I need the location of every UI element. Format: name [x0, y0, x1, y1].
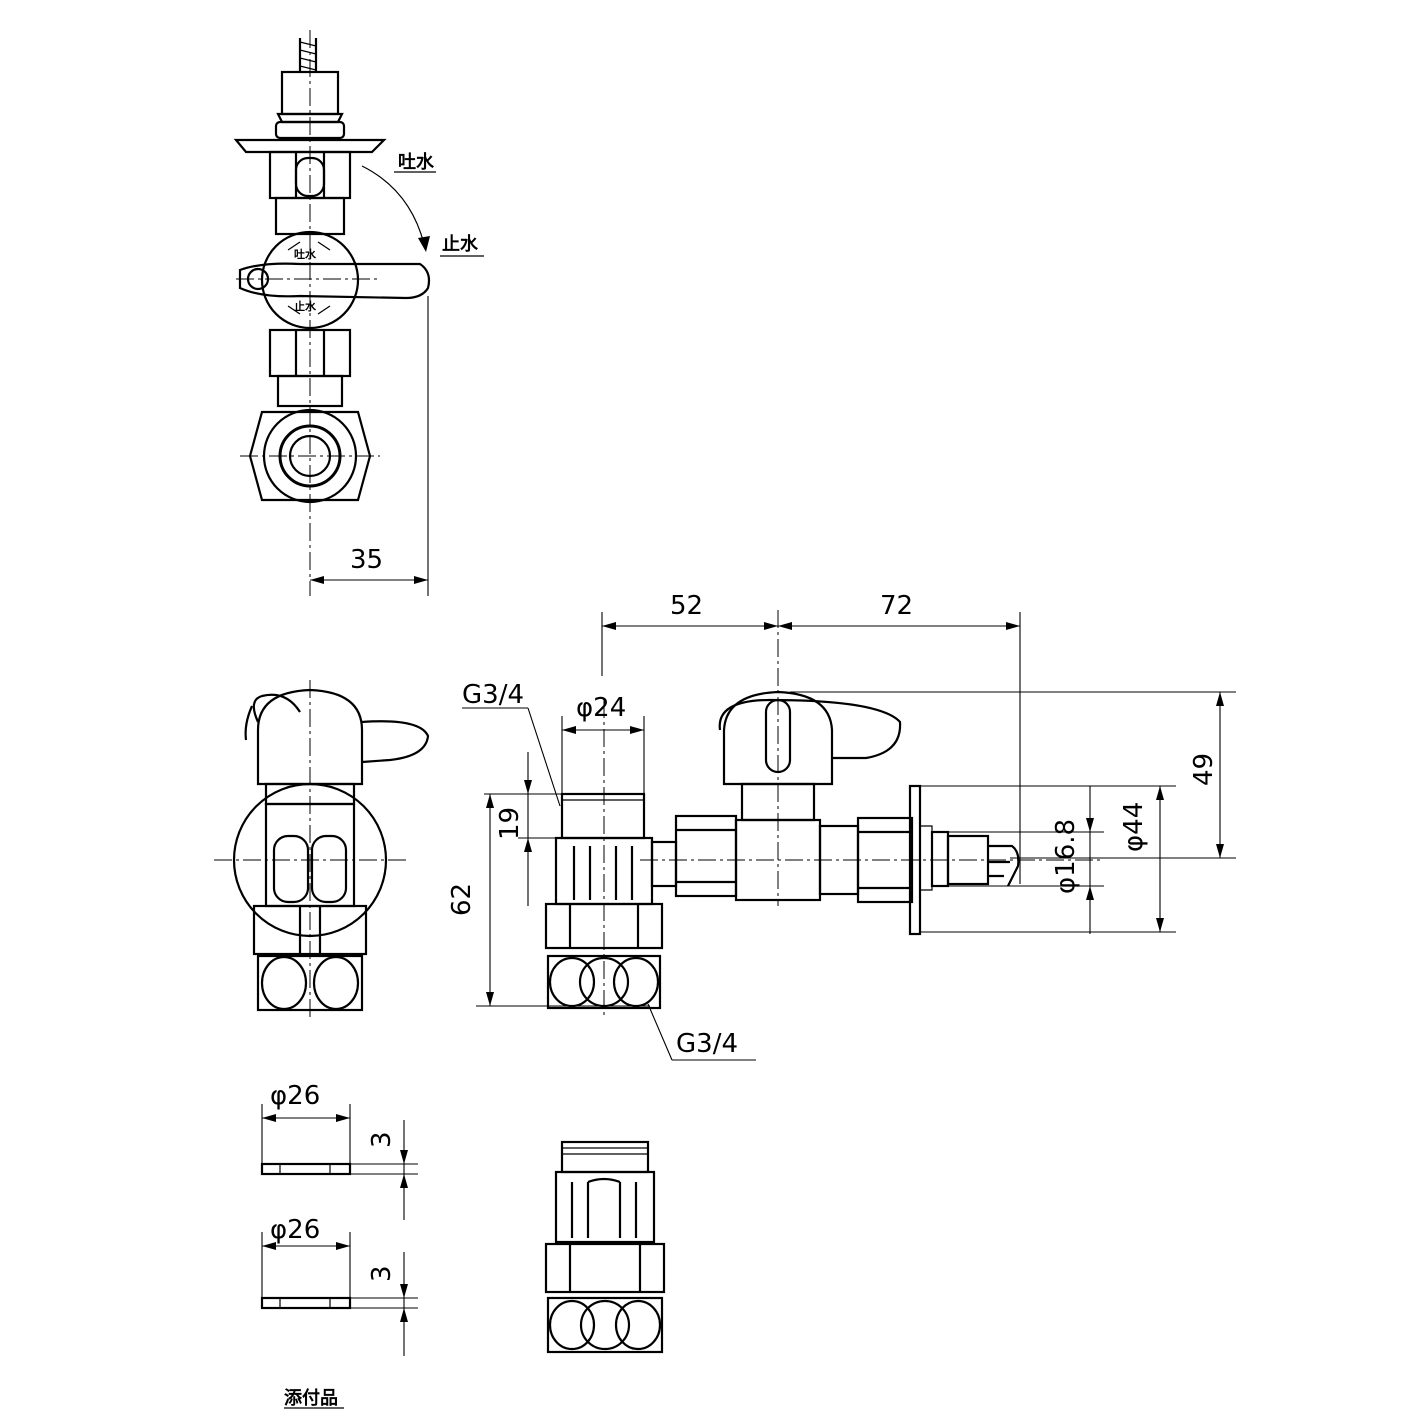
dim-phi26-b: φ26 — [270, 1215, 320, 1245]
top-view: 吐水 止水 — [233, 30, 484, 596]
label-accessories: 添付品 — [284, 1387, 338, 1409]
label-spout: 吐水 — [398, 151, 435, 173]
thread-label-top: G3/4 — [462, 680, 524, 710]
label-stop: 止水 — [442, 233, 479, 255]
svg-text:吐水: 吐水 — [294, 247, 317, 261]
side-view-dimensions — [462, 612, 1236, 1061]
dim-phi44: φ44 — [1119, 802, 1149, 852]
dim-3-a: 3 — [367, 1131, 397, 1148]
dim-phi16-8: φ16.8 — [1051, 819, 1081, 894]
dim-72: 72 — [880, 591, 913, 621]
washer-1 — [260, 1104, 418, 1220]
dim-3-b: 3 — [367, 1265, 397, 1282]
thread-label-bottom: G3/4 — [676, 1029, 738, 1059]
dim-19: 19 — [495, 807, 525, 840]
svg-text:止水: 止水 — [294, 299, 317, 313]
dim-phi26-a: φ26 — [270, 1081, 320, 1111]
dim-phi24: φ24 — [576, 693, 626, 723]
dim-49: 49 — [1189, 753, 1219, 786]
adapter-fitting — [544, 1140, 666, 1354]
dim-62: 62 — [447, 883, 477, 916]
washer-2 — [260, 1232, 418, 1356]
front-view — [214, 680, 430, 1020]
side-view — [544, 610, 1100, 1016]
dim-52: 52 — [670, 591, 703, 621]
dim-35: 35 — [350, 545, 383, 575]
